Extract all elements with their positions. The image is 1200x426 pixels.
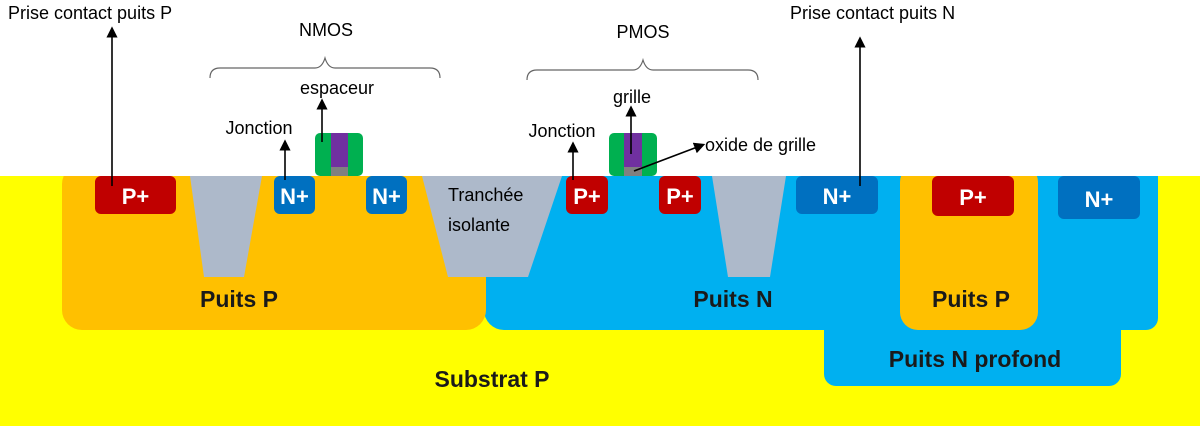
oxide-label: oxide de grille	[705, 135, 816, 155]
p-well-right-label: Puits P	[932, 286, 1010, 312]
p-plus-contact-left-label: P+	[122, 184, 150, 209]
nmos-gate	[331, 133, 348, 167]
nmos-drain-n-plus	[366, 176, 407, 214]
jonction-nmos-label: Jonction	[225, 118, 292, 138]
pmos-gate	[624, 133, 642, 167]
isolation-trench-1	[190, 176, 262, 277]
pmos-source-label: P+	[573, 184, 601, 209]
deep-n-well-label: Puits N profond	[889, 346, 1061, 372]
substrate-label: Substrat P	[434, 366, 549, 392]
nmos-gate-oxide	[331, 167, 348, 176]
nmos-source-label: N+	[280, 184, 309, 209]
isolation-trench-3	[712, 176, 786, 277]
contact-n-label: Prise contact puits N	[790, 3, 955, 23]
isolation-trench-2	[422, 176, 562, 277]
n-plus-contact-n-well	[796, 176, 878, 214]
pmos-source-p-plus	[566, 176, 608, 214]
oxide-arrow	[633, 142, 706, 172]
nmos-label: NMOS	[299, 20, 353, 40]
n-well-label: Puits N	[693, 286, 772, 312]
pmos-gate-oxide	[624, 167, 642, 176]
espaceur-label: espaceur	[300, 78, 374, 98]
n-plus-contact-n-well-label: N+	[823, 184, 852, 209]
p-plus-right-label: P+	[959, 185, 987, 210]
n-plus-right-label: N+	[1085, 187, 1114, 212]
pmos-drain-p-plus	[659, 176, 701, 214]
nmos-brace	[209, 55, 441, 79]
p-plus-contact-left	[95, 176, 176, 214]
pmos-drain-label: P+	[666, 184, 694, 209]
grille-label: grille	[613, 87, 651, 107]
surface-mask	[0, 150, 1200, 176]
contact-p-label: Prise contact puits P	[8, 3, 172, 23]
trench-label-line2: isolante	[448, 215, 510, 235]
nmos-drain-label: N+	[372, 184, 401, 209]
jonction-pmos-label: Jonction	[528, 121, 595, 141]
pmos-brace	[526, 57, 759, 81]
pmos-label: PMOS	[616, 22, 669, 42]
p-well-left-label: Puits P	[200, 286, 278, 312]
n-plus-right	[1058, 176, 1140, 219]
p-plus-right	[932, 176, 1014, 216]
nmos-source-n-plus	[274, 176, 315, 214]
trench-label-line1: Tranchée	[448, 185, 523, 205]
